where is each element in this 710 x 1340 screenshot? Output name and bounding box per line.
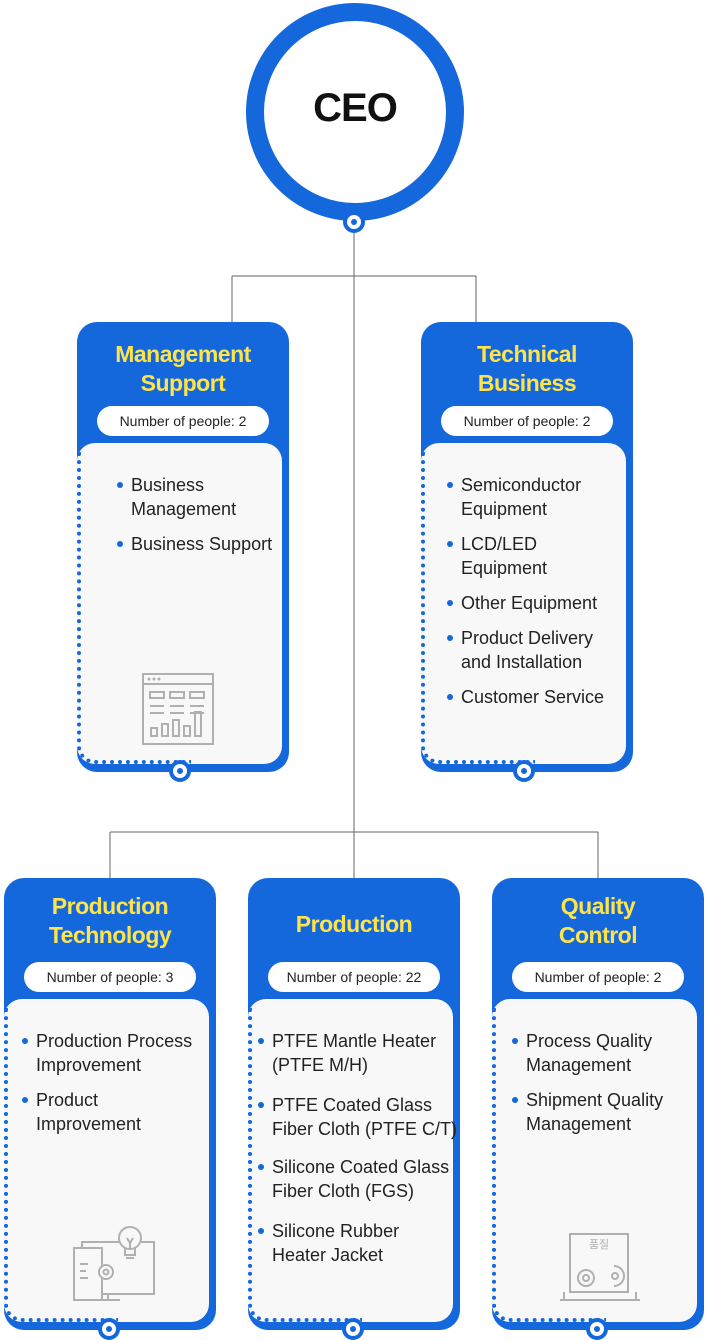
dept-title: Technical Business <box>477 341 577 396</box>
dept-title: Quality Control <box>558 893 638 948</box>
dept-content-panel <box>421 443 626 764</box>
list-item: Shipment Quality Management <box>512 1088 696 1136</box>
list-item: PTFE Mantle Heater (PTFE M/H) <box>258 1029 458 1077</box>
dept-card-management-support: Management Support Number of people: 2 B… <box>77 322 289 782</box>
list-item: Silicone Coated Glass Fiber Cloth (FGS) <box>258 1155 458 1203</box>
dept-item-list: Business Management Business Support <box>117 473 281 567</box>
people-count-badge: Number of people: 22 <box>268 962 440 992</box>
list-item: Business Management <box>117 473 281 521</box>
people-count-badge: Number of people: 3 <box>24 962 196 992</box>
list-item: PTFE Coated Glass Fiber Cloth (PTFE C/T) <box>258 1093 458 1141</box>
dotted-border <box>4 1008 118 1322</box>
list-item: Other Equipment <box>447 591 625 615</box>
dept-card-production-technology: Production Technology Number of people: … <box>4 878 216 1340</box>
list-item: Product Improvement <box>22 1088 208 1136</box>
quality-icon-label: 품질 <box>589 1238 609 1251</box>
dept-title: Production <box>295 911 413 937</box>
people-count-badge: Number of people: 2 <box>97 406 269 436</box>
list-item: Customer Service <box>447 685 625 709</box>
connector-dot-icon <box>169 760 191 782</box>
dotted-border <box>421 452 535 764</box>
dept-content-panel <box>77 443 282 764</box>
connector-dot-icon <box>513 760 535 782</box>
dotted-border <box>492 1008 606 1322</box>
list-item: LCD/LED Equipment <box>447 532 625 580</box>
dept-item-list: PTFE Mantle Heater (PTFE M/H) PTFE Coate… <box>258 1029 458 1278</box>
list-item: Silicone Rubber Heater Jacket <box>258 1219 458 1267</box>
ceo-connector-dot-icon <box>343 211 365 233</box>
list-item: Production Process Improvement <box>22 1029 208 1077</box>
dept-card-production: Production Number of people: 22 PTFE Man… <box>248 878 460 1340</box>
dept-content-panel <box>248 999 453 1322</box>
dept-card-quality-control: Quality Control Number of people: 2 Proc… <box>492 878 704 1340</box>
dept-content-panel <box>492 999 697 1322</box>
dept-item-list: Semiconductor Equipment LCD/LED Equipmen… <box>447 473 625 720</box>
ceo-title: CEO <box>313 85 398 130</box>
dotted-border <box>77 452 191 764</box>
dept-title: Production Technology <box>48 893 172 948</box>
quality-laptop-gear-icon: 품질 <box>560 1233 640 1301</box>
list-item: Semiconductor Equipment <box>447 473 625 521</box>
connector-dot-icon <box>586 1318 608 1340</box>
list-item: Business Support <box>117 532 281 556</box>
dept-item-list: Process Quality Management Shipment Qual… <box>512 1029 696 1147</box>
ceo-node: CEO <box>246 3 464 221</box>
dept-card-technical-business: Technical Business Number of people: 2 S… <box>421 322 633 782</box>
connector-dot-icon <box>98 1318 120 1340</box>
computer-idea-gear-icon <box>73 1226 155 1301</box>
list-item: Process Quality Management <box>512 1029 696 1077</box>
report-chart-icon <box>142 673 214 745</box>
people-count-badge: Number of people: 2 <box>512 962 684 992</box>
dept-item-list: Production Process Improvement Product I… <box>22 1029 208 1147</box>
dept-title: Management Support <box>115 341 251 396</box>
list-item: Product Delivery and Installation <box>447 626 625 674</box>
people-count-badge: Number of people: 2 <box>441 406 613 436</box>
connector-dot-icon <box>342 1318 364 1340</box>
dotted-border <box>248 1008 362 1322</box>
